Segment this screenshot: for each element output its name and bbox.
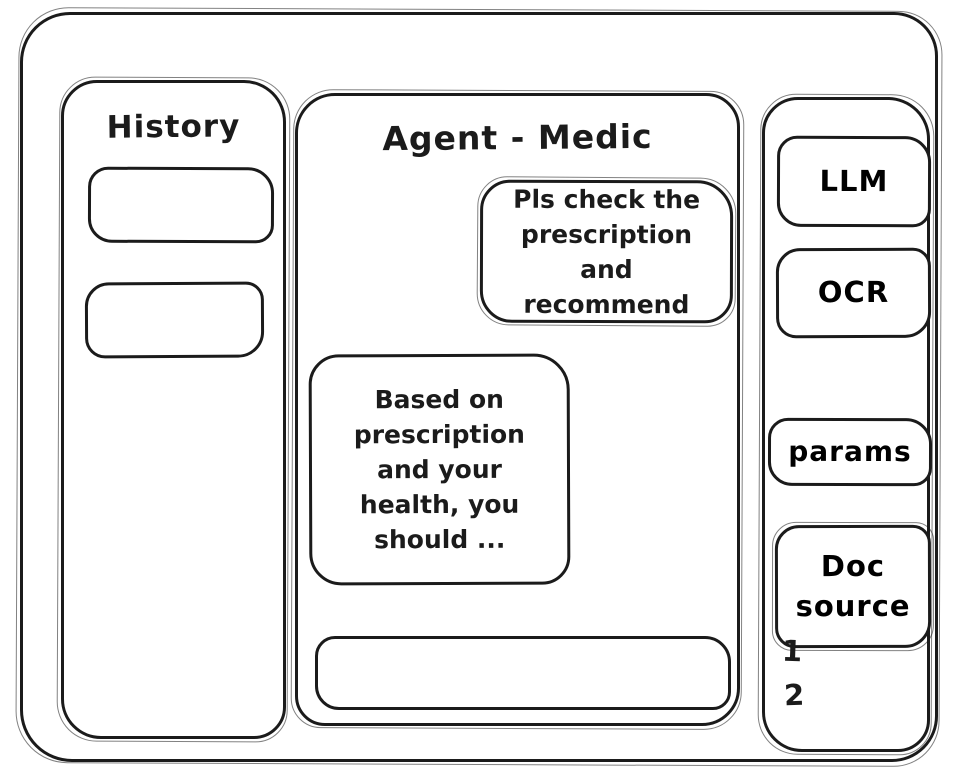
history-title: History [106, 108, 241, 146]
doc-source-button[interactable]: Doc source [774, 524, 932, 649]
chat-panel: Agent - Medic Pls check the prescription… [295, 93, 740, 726]
doc-source-item-2: 2 [783, 677, 805, 713]
history-item[interactable] [84, 281, 265, 359]
tools-panel: LLM OCR params Doc source 1 2 [762, 97, 933, 752]
history-item[interactable] [87, 166, 275, 244]
user-message-bubble: Pls check the prescription and recommend [479, 179, 734, 324]
agent-message-text: Based on prescription and your health, y… [353, 384, 526, 555]
doc-source-item-1: 1 [781, 633, 803, 669]
chat-title: Agent - Medic [382, 116, 653, 159]
ocr-button[interactable]: OCR [775, 247, 932, 339]
llm-button[interactable]: LLM [776, 135, 932, 228]
agent-message-bubble: Based on prescription and your health, y… [308, 353, 571, 586]
app-window: History Agent - Medic Pls check the pres… [20, 12, 938, 762]
chat-input[interactable] [315, 636, 731, 710]
params-button[interactable]: params [767, 417, 933, 487]
history-panel: History [61, 80, 286, 739]
user-message-text: Pls check the prescription and recommend [513, 184, 701, 319]
